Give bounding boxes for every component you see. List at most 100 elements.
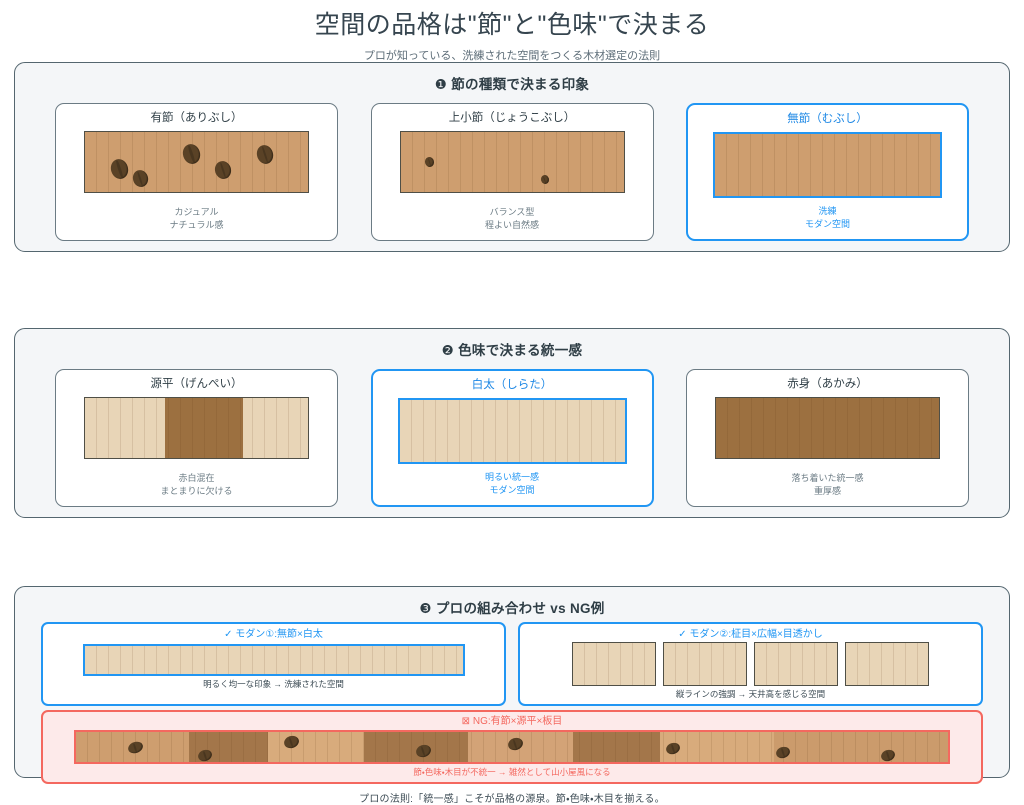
good-example-modern-1[interactable]: ✓ モダン①:無節×白太 明るく均一な印象 → 洗練された空間 (41, 622, 506, 706)
knot-icon (539, 173, 550, 186)
good-examples-row: ✓ モダン①:無節×白太 明るく均一な印象 → 洗練された空間 ✓ モダン②:柾… (15, 617, 1009, 706)
card-mubushi[interactable]: 無節（むぶし） 洗練 モダン空間 (686, 103, 969, 241)
card-title: 源平（げんぺい） (150, 378, 243, 390)
section-1-number: ❶ (434, 77, 448, 92)
card-joukobushi[interactable]: 上小節（じょうこぶし） バランス型 程よい自然感 (370, 103, 654, 241)
section-2-title-text: 色味で決まる統一感 (458, 343, 583, 358)
wood-sample-arifushi (84, 131, 309, 193)
plank (845, 642, 929, 686)
card-title: 上小節（じょうこぶし） (448, 112, 576, 124)
pro-law-text: プロの法則:「統一感」こそが品格の源泉。節・色味・木目を揃える。 (359, 794, 665, 805)
color-bands (76, 732, 948, 762)
card-title: 有節（ありぶし） (150, 112, 243, 124)
card-caption: 明るい統一感 モダン空間 (485, 471, 539, 505)
section-2-number: ❷ (441, 343, 455, 358)
wood-sample-akami (715, 397, 940, 459)
wood-sample-ng (74, 730, 950, 764)
wood-sample-modern-1 (82, 644, 465, 676)
band-shirata-left (85, 398, 166, 458)
page-subtitle: プロが知っている、洗練された空間をつくる木材選定の法則 (363, 50, 661, 62)
wood-grain (573, 643, 655, 685)
knot-icon (212, 158, 234, 182)
wood-sample-shirata (397, 398, 627, 464)
page-title: 空間の品格は"節"と"色味"で決まる (314, 11, 710, 39)
band (267, 732, 364, 762)
section-2-card-row: 源平（げんぺい） 赤白混在 まとまりに欠ける (15, 359, 1009, 507)
caption-line-1: バランス型 (489, 207, 535, 217)
good-note: 明るく均一な印象 → 洗練された空間 (203, 679, 344, 689)
check-icon: ✓ (224, 629, 233, 640)
knot-icon (254, 142, 276, 167)
section-1-card-row: 有節（ありぶし） カジュアル ナチュラル感 (15, 93, 1009, 241)
card-caption: バランス型 程よい自然感 (485, 206, 539, 240)
section-3-number: ❸ (419, 601, 432, 616)
card-arifushi[interactable]: 有節（ありぶし） カジュアル ナチュラル感 (55, 103, 338, 241)
wood-grain (715, 134, 940, 196)
caption-line-2: モダン空間 (489, 484, 535, 495)
wood-sample-mubushi (713, 132, 942, 198)
card-title: 無節（むぶし） (787, 113, 868, 125)
section-1-title: ❶ 節の種類で決まる印象 (15, 63, 1009, 93)
good-label-text: モダン①:無節×白太 (235, 629, 323, 640)
section-3-title-text: プロの組み合わせ vs NG例 (435, 601, 605, 616)
caption-line-2: ナチュラル感 (169, 219, 224, 230)
band (363, 732, 469, 762)
card-caption: 落ち着いた統一感 重厚感 (791, 472, 863, 506)
color-bands (85, 398, 308, 458)
good-label-text: モダン②:柾目×広幅×目透かし (689, 629, 823, 640)
caption-line-1: 明るい統一感 (484, 472, 539, 482)
section-color-tone: ❷ 色味で決まる統一感 源平（げんぺい） 赤白混在 (14, 328, 1010, 518)
band (572, 732, 661, 762)
plank (663, 642, 747, 686)
knot-icon (423, 155, 435, 169)
caption-line-1: 赤白混在 (178, 473, 215, 483)
caption-line-2: モダン空間 (804, 218, 850, 229)
check-icon: ✓ (678, 629, 687, 640)
wood-grain (755, 643, 837, 685)
plank (572, 642, 656, 686)
wood-grain (664, 643, 746, 685)
caption-line-1: 洗練 (818, 206, 837, 216)
caption-line-2: 重厚感 (813, 485, 841, 496)
good-label: ✓ モダン②:柾目×広幅×目透かし (678, 628, 823, 642)
wood-sample-joukobushi (399, 131, 625, 193)
ng-mark-icon: ⊠ (461, 716, 471, 727)
section-3-title: ❸ プロの組み合わせ vs NG例 (15, 587, 1009, 617)
section-1-title-text: 節の種類で決まる印象 (451, 77, 590, 92)
plank (754, 642, 838, 686)
ng-example[interactable]: ⊠ NG:有節×源平×板目 (41, 710, 983, 784)
ng-note: 節・色味・木目が不統一 → 雑然として山小屋風になる (413, 767, 611, 777)
card-title: 白太（しらた） (471, 379, 553, 391)
page-header: 空間の品格は"節"と"色味"で決まる プロが知っている、洗練された空間をつくる木… (0, 0, 1024, 64)
wood-grain (399, 400, 625, 462)
caption-line-2: まとまりに欠ける (160, 485, 233, 496)
card-akami[interactable]: 赤身（あかみ） 落ち着いた統一感 重厚感 (686, 369, 969, 507)
section-pro-combinations: ❸ プロの組み合わせ vs NG例 ✓ モダン①:無節×白太 明るく均一な印象 … (14, 586, 1010, 805)
card-caption: カジュアル ナチュラル感 (169, 206, 223, 240)
wood-sample-genpei (84, 397, 309, 459)
section-2-title: ❷ 色味で決まる統一感 (15, 329, 1009, 359)
knot-icon (180, 141, 203, 167)
wood-grain (846, 643, 928, 685)
good-example-modern-2[interactable]: ✓ モダン②:柾目×広幅×目透かし 縦ラインの強調 → 天井高を感じる空間 (518, 622, 983, 706)
knot-icon (108, 156, 131, 182)
section-knot-types: ❶ 節の種類で決まる印象 有節（ありぶし） カジュアル (14, 62, 1010, 252)
good-label: ✓ モダン①:無節×白太 (224, 628, 323, 642)
band-akami-center (165, 398, 244, 458)
caption-line-2: 程よい自然感 (484, 219, 539, 230)
card-caption: 赤白混在 まとまりに欠ける (160, 472, 232, 506)
band-shirata-right (243, 398, 308, 458)
wood-grain (716, 398, 939, 458)
card-shirata[interactable]: 白太（しらた） 明るい統一感 モダン空間 (370, 369, 654, 507)
card-genpei[interactable]: 源平（げんぺい） 赤白混在 まとまりに欠ける (55, 369, 338, 507)
wood-grain (84, 646, 463, 674)
card-caption: 洗練 モダン空間 (805, 205, 850, 239)
ng-label: ⊠ NG:有節×源平×板目 (462, 715, 563, 729)
band (773, 732, 948, 762)
good-note: 縦ラインの強調 → 天井高を感じる空間 (675, 689, 826, 699)
knot-icon (130, 168, 151, 189)
card-title: 赤身（あかみ） (787, 378, 868, 390)
caption-line-1: カジュアル (174, 207, 219, 217)
ng-label-text: NG:有節×源平×板目 (472, 716, 563, 727)
